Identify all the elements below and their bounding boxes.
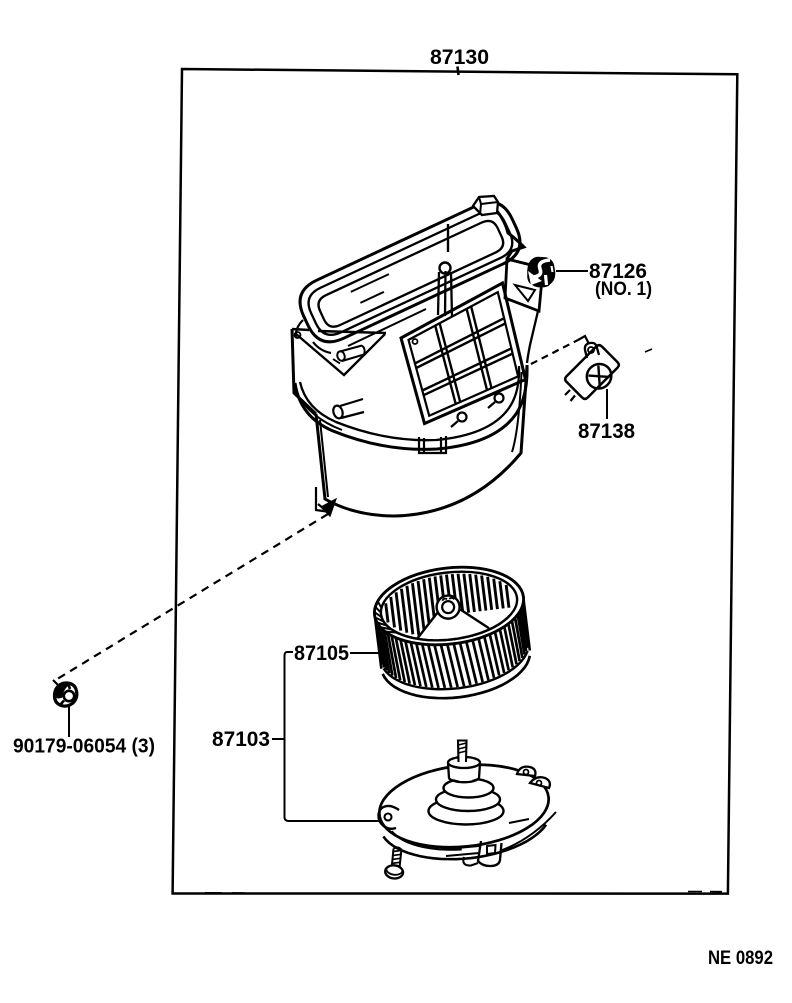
svg-text:(NO. 1): (NO. 1) — [595, 279, 652, 300]
svg-text:87138: 87138 — [578, 419, 635, 443]
svg-text:87126: 87126 — [589, 259, 647, 283]
svg-text:87130: 87130 — [430, 45, 489, 69]
svg-text:NE 0892: NE 0892 — [708, 948, 773, 969]
svg-text:87105: 87105 — [294, 641, 349, 665]
svg-text:87103: 87103 — [212, 727, 270, 751]
svg-text:90179-06054 (3): 90179-06054 (3) — [13, 736, 155, 758]
